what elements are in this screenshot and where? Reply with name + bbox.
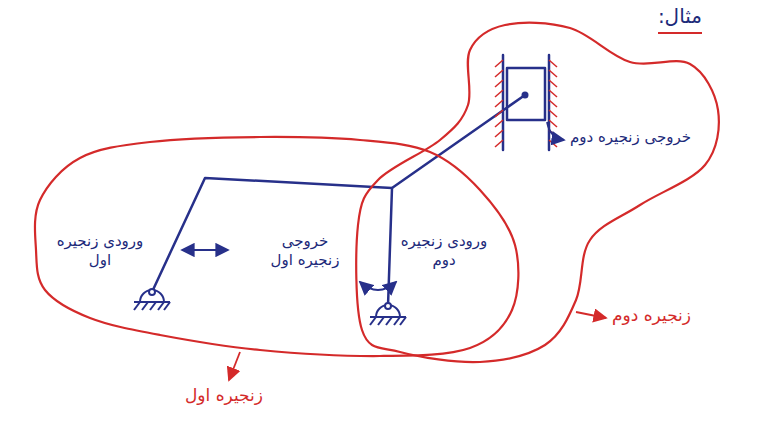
slider-block (507, 68, 545, 120)
leader-arrow (576, 312, 606, 318)
output-label-holder: خروجی زنجیره اول (260, 232, 350, 270)
input-label-holder: ورودی زنجیره اول (50, 232, 150, 270)
chain-title: زنجیره دوم (612, 305, 691, 326)
chain-outline (356, 23, 719, 362)
input-label: ورودی زنجیره دوم (398, 232, 490, 270)
output-label-holder: خروجی زنجیره دوم (570, 128, 691, 147)
chain-region: زنجیره دوم (350, 15, 730, 370)
motion-arrow (182, 249, 228, 251)
chain-outline (35, 137, 518, 356)
chain-region: زنجیره اول (28, 128, 530, 428)
connecting-rod (392, 95, 525, 188)
pin-joint (149, 289, 155, 295)
ground-pivot (134, 290, 406, 325)
output-label: خروجی زنجیره اول (260, 232, 350, 270)
slider-rail (502, 55, 505, 150)
leader-arrow (547, 122, 564, 140)
leader-arrow (229, 352, 240, 380)
chain-outline (28, 128, 530, 428)
input-label-holder: ورودی زنجیره دوم (398, 232, 490, 270)
slider-pin (522, 92, 529, 99)
rail-hatching (495, 60, 557, 147)
example-heading-holder: مثال: (658, 4, 702, 34)
input-label: ورودی زنجیره اول (50, 232, 150, 270)
slider-rail (548, 55, 551, 150)
output-label: خروجی زنجیره دوم (570, 128, 691, 147)
example-heading: مثال: (658, 4, 702, 34)
pin-joint (385, 303, 391, 309)
chain-title: زنجیره اول (185, 385, 263, 406)
motion-arrow (360, 282, 396, 290)
chain-title-holder: زنجیره دوم (612, 305, 691, 326)
chain-title-holder: زنجیره اول (185, 385, 263, 406)
